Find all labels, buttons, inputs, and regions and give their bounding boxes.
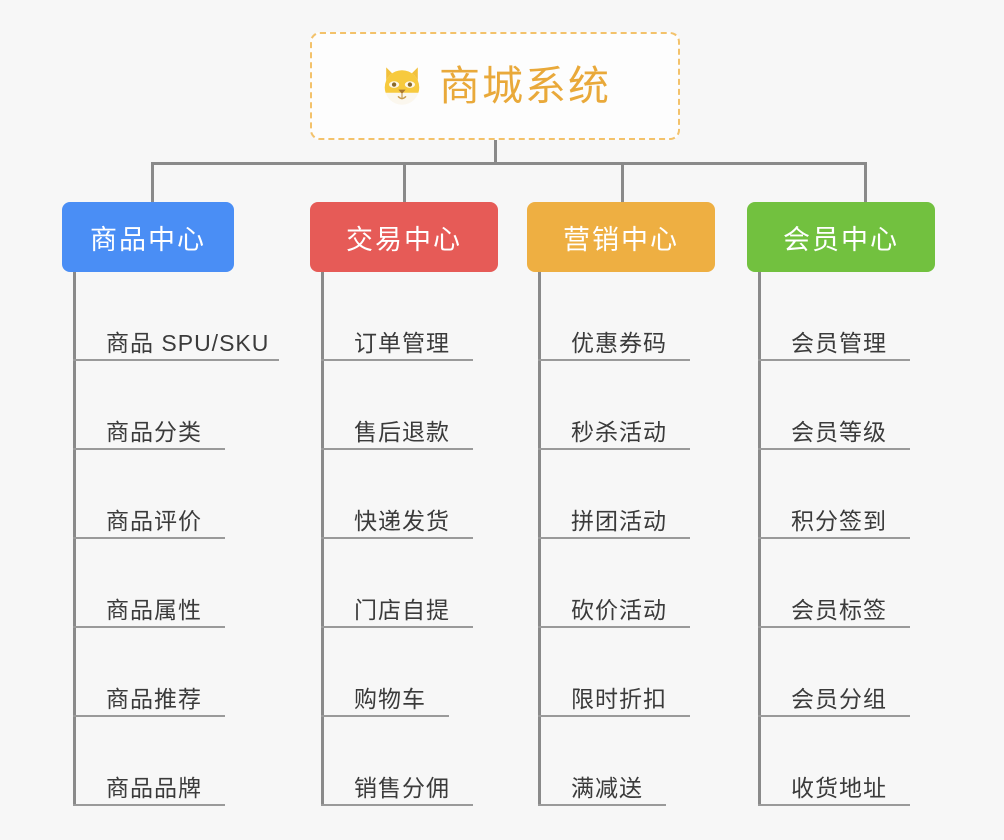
leaf-item-label: 秒杀活动	[571, 418, 667, 445]
leaf-item-label: 销售分佣	[354, 774, 450, 801]
leaf-item-label: 商品属性	[106, 596, 202, 623]
connector-bus	[151, 162, 867, 165]
leaf-item-rule	[758, 448, 910, 450]
leaf-item[interactable]: 商品 SPU/SKU	[73, 272, 279, 361]
leaf-item[interactable]: 商品品牌	[73, 717, 269, 806]
leaf-item-rule	[73, 804, 225, 806]
leaf-item-rule	[538, 626, 690, 628]
leaf-item[interactable]: 砍价活动	[538, 539, 690, 628]
leaf-item-rule	[73, 626, 225, 628]
connector-root-stub	[494, 140, 497, 164]
leaf-item-label: 会员分组	[791, 685, 887, 712]
leaf-item-label: 商品评价	[106, 507, 202, 534]
leaf-item-rule	[758, 715, 910, 717]
leaf-item[interactable]: 会员等级	[758, 361, 910, 450]
leaf-item-rule	[758, 804, 910, 806]
leaf-item[interactable]: 会员标签	[758, 539, 910, 628]
leaf-item-rule	[321, 715, 449, 717]
leaf-item-label: 砍价活动	[571, 596, 667, 623]
leaf-item[interactable]: 满减送	[538, 717, 667, 806]
category-header-1[interactable]: 交易中心	[310, 202, 498, 272]
leaf-item-label: 快递发货	[354, 507, 450, 534]
leaf-item[interactable]: 积分签到	[758, 450, 910, 539]
category-header-3[interactable]: 会员中心	[747, 202, 935, 272]
leaf-item-rule	[538, 804, 666, 806]
leaf-item-rule	[758, 626, 910, 628]
leaf-list-0: 商品 SPU/SKU 商品分类商品评价商品属性商品推荐商品品牌	[73, 272, 279, 806]
leaf-item-rule	[73, 537, 225, 539]
connector-drop-2	[403, 162, 406, 204]
leaf-item-rule	[321, 537, 473, 539]
leaf-item-label: 优惠券码	[571, 329, 667, 356]
leaf-item-rule	[321, 359, 473, 361]
leaf-item-label: 商品 SPU/SKU	[106, 329, 270, 356]
column-spine-1	[321, 272, 324, 806]
leaf-item[interactable]: 商品推荐	[73, 628, 269, 717]
leaf-item-rule	[73, 359, 279, 361]
leaf-item[interactable]: 秒杀活动	[538, 361, 690, 450]
column-spine-0	[73, 272, 76, 806]
leaf-item-rule	[758, 537, 910, 539]
connector-drop-3	[621, 162, 624, 204]
root-node[interactable]: 商城系统	[310, 32, 680, 140]
leaf-item-label: 商品分类	[106, 418, 202, 445]
leaf-item-label: 会员标签	[791, 596, 887, 623]
category-header-2[interactable]: 营销中心	[527, 202, 715, 272]
leaf-item[interactable]: 购物车	[321, 628, 450, 717]
leaf-item[interactable]: 订单管理	[321, 272, 473, 361]
leaf-item[interactable]: 限时折扣	[538, 628, 690, 717]
leaf-list-1: 订单管理售后退款快递发货门店自提购物车销售分佣	[321, 272, 473, 806]
leaf-item[interactable]: 商品评价	[73, 450, 269, 539]
leaf-item-rule	[321, 448, 473, 450]
category-header-label: 商品中心	[90, 224, 206, 255]
leaf-item[interactable]: 商品属性	[73, 539, 269, 628]
category-header-label: 营销中心	[563, 224, 679, 255]
leaf-item-rule	[321, 804, 473, 806]
category-header-0[interactable]: 商品中心	[62, 202, 234, 272]
leaf-item[interactable]: 会员分组	[758, 628, 910, 717]
leaf-item[interactable]: 快递发货	[321, 450, 473, 539]
leaf-item-rule	[538, 715, 690, 717]
column-spine-2	[538, 272, 541, 806]
leaf-item-label: 会员等级	[791, 418, 887, 445]
leaf-item-label: 订单管理	[354, 329, 450, 356]
category-header-label: 会员中心	[783, 224, 899, 255]
leaf-list-3: 会员管理会员等级积分签到会员标签会员分组收货地址	[758, 272, 910, 806]
leaf-item-rule	[538, 448, 690, 450]
leaf-item-label: 拼团活动	[571, 507, 667, 534]
leaf-item-rule	[73, 715, 225, 717]
category-header-label: 交易中心	[346, 224, 462, 255]
leaf-item-label: 积分签到	[791, 507, 887, 534]
leaf-item-label: 商品品牌	[106, 774, 202, 801]
leaf-item[interactable]: 收货地址	[758, 717, 910, 806]
leaf-item[interactable]: 售后退款	[321, 361, 473, 450]
leaf-item[interactable]: 会员管理	[758, 272, 910, 361]
leaf-item-rule	[538, 537, 690, 539]
leaf-item-label: 商品推荐	[106, 685, 202, 712]
leaf-item-label: 购物车	[354, 685, 426, 712]
leaf-item[interactable]: 优惠券码	[538, 272, 690, 361]
leaf-item-label: 会员管理	[791, 329, 887, 356]
leaf-item[interactable]: 销售分佣	[321, 717, 473, 806]
root-title: 商城系统	[439, 62, 611, 109]
column-spine-3	[758, 272, 761, 806]
connector-drop-1	[151, 162, 154, 204]
leaf-item[interactable]: 商品分类	[73, 361, 269, 450]
leaf-item[interactable]: 拼团活动	[538, 450, 690, 539]
leaf-item-rule	[758, 359, 910, 361]
leaf-list-2: 优惠券码秒杀活动拼团活动砍价活动限时折扣满减送	[538, 272, 690, 806]
shiba-dog-face-icon	[384, 67, 420, 105]
leaf-item-rule	[321, 626, 473, 628]
leaf-item-label: 满减送	[571, 774, 643, 801]
leaf-item-label: 限时折扣	[571, 685, 667, 712]
leaf-item-label: 门店自提	[354, 596, 450, 623]
leaf-item-rule	[73, 448, 225, 450]
leaf-item-rule	[538, 359, 690, 361]
leaf-item-label: 售后退款	[354, 418, 450, 445]
connector-drop-4	[864, 162, 867, 204]
leaf-item[interactable]: 门店自提	[321, 539, 473, 628]
leaf-item-label: 收货地址	[791, 774, 887, 801]
